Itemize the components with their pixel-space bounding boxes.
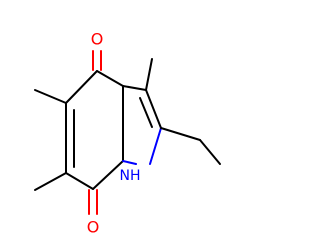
bond-c3-c2-inner [139, 97, 153, 128]
bottom-oxygen-label: O [87, 218, 100, 237]
bond-c3-methyl [145, 58, 153, 91]
bond-c5-c3 [122, 85, 147, 91]
bond-c7-c8 [65, 172, 94, 190]
nitrogen-label: NH [120, 168, 141, 184]
bond-c3-c2 [145, 89, 162, 129]
bond-c9-c4 [65, 70, 98, 104]
bond-c2-n1 [149, 127, 162, 165]
molecule-structure: O O NH [34, 30, 221, 237]
bond-c4-c5 [96, 70, 124, 87]
bond-ethyl-terminal [199, 139, 221, 165]
bond-c8-methyl [34, 172, 67, 191]
top-oxygen-label: O [91, 30, 104, 49]
bond-c9-methyl [34, 89, 67, 104]
molecule-diagram: O O NH [34, 29, 221, 237]
bond-c6-c7 [92, 160, 124, 190]
bond-c2-ethyl [160, 127, 201, 141]
bond-n1-c7a [122, 160, 137, 165]
